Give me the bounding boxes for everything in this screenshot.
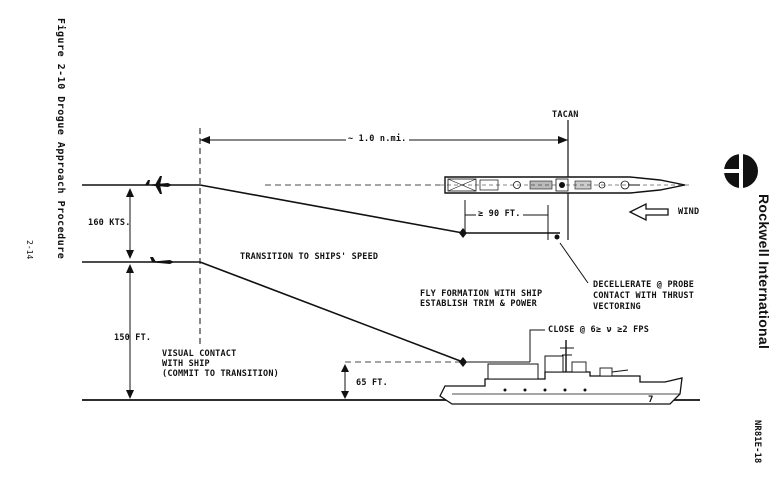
close-label: CLOSE @ 6≥ ν ≥2 FPS xyxy=(548,325,650,335)
distance-arrow-right xyxy=(558,136,568,144)
altitude-65-label: 65 FT. xyxy=(356,378,388,388)
visual-contact-line2: WITH SHIP xyxy=(162,359,210,369)
speed-label: 160 KTS. xyxy=(88,218,131,228)
rockwell-logo xyxy=(724,154,758,188)
visual-contact-line3: (COMMIT TO TRANSITION) xyxy=(162,369,279,379)
altitude-150-arrow-down xyxy=(126,390,134,399)
transition-label: TRANSITION TO SHIPS' SPEED xyxy=(240,252,379,262)
close-leader-line xyxy=(529,329,545,362)
altitude-65-arrow-up xyxy=(341,364,349,372)
aircraft-side-icon xyxy=(148,257,174,264)
wind-label: WIND xyxy=(678,207,700,217)
decel-label-line1: DECELLERATE @ PROBE xyxy=(593,280,695,290)
jet-aircraft-icon xyxy=(145,176,172,194)
decel-label-line3: VECTORING xyxy=(593,302,641,312)
speed-arrow-up xyxy=(126,188,134,197)
visual-contact-line1: VISUAL CONTACT xyxy=(162,349,237,359)
distance-arrow-left xyxy=(200,136,210,144)
decel-leader-line xyxy=(559,242,589,284)
formation-label-line2: ESTABLISH TRIM & POWER xyxy=(420,299,537,309)
formation-label-line1: FLY FORMATION WITH SHIP xyxy=(420,289,543,299)
svg-text:7: 7 xyxy=(648,395,653,405)
upper-waypoint-marker xyxy=(459,228,467,238)
probe-contact-point xyxy=(554,234,560,240)
gap-label: ≥ 90 FT. xyxy=(476,209,523,219)
upper-transition-line xyxy=(199,184,464,234)
lower-transition-line xyxy=(199,261,464,363)
ship-top-view-icon xyxy=(440,176,690,194)
decel-label-line2: CONTACT WITH THRUST xyxy=(593,291,695,301)
altitude-65-arrow-down xyxy=(341,391,349,399)
ship-side-view-icon: 7 xyxy=(439,340,683,405)
tacan-label: TACAN xyxy=(552,110,579,120)
altitude-150-arrow-up xyxy=(126,264,134,273)
altitude-150-label: 150 FT. xyxy=(114,333,152,343)
distance-label: ~ 1.0 n.mi. xyxy=(346,134,409,144)
wind-arrow-icon xyxy=(628,202,669,222)
speed-arrow-down xyxy=(126,250,134,259)
lower-waypoint-marker xyxy=(459,357,467,367)
